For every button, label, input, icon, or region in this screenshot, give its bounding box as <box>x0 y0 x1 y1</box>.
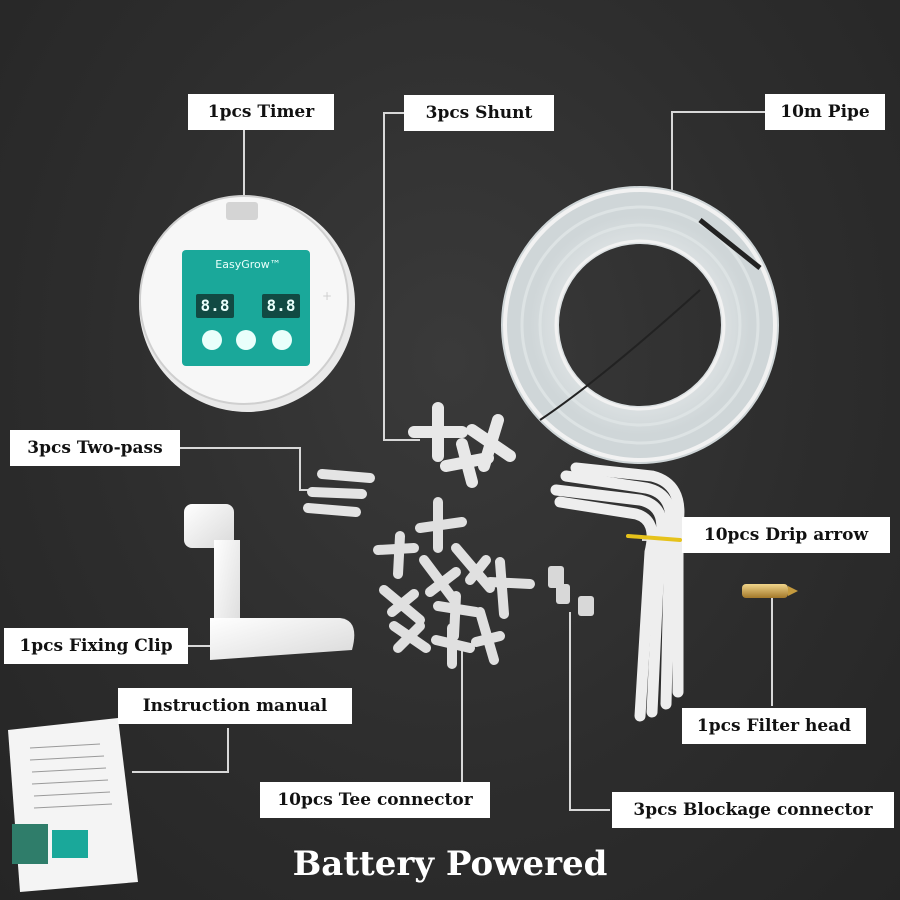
label-blockage-connector: 3pcs Blockage connector <box>612 792 894 828</box>
label-two-pass: 3pcs Two-pass <box>10 430 180 466</box>
label-instruction-manual: Instruction manual <box>118 688 352 724</box>
label-fixing-clip: 1pcs Fixing Clip <box>4 628 188 664</box>
timer-display-left: 8.8 <box>200 296 230 315</box>
leader-line-pipe <box>671 111 765 215</box>
fixing-clip <box>184 504 355 660</box>
label-timer: 1pcs Timer <box>188 94 334 130</box>
timer-brand-text: EasyGrow™ <box>215 258 281 271</box>
leader-line-shunt <box>383 112 420 441</box>
label-tee-connector: 10pcs Tee connector <box>260 782 490 818</box>
label-pipe: 10m Pipe <box>765 94 885 130</box>
leader-line-blockage <box>569 612 610 811</box>
two-pass-connectors <box>303 469 375 517</box>
svg-text:+: + <box>322 289 332 303</box>
timer-display-right: 8.8 <box>266 296 296 315</box>
blockage-connectors <box>548 566 594 616</box>
tee-connectors <box>373 497 535 669</box>
instruction-manual-image <box>8 718 138 892</box>
label-drip-arrow: 10pcs Drip arrow <box>682 517 890 553</box>
shunt-connectors <box>408 402 516 488</box>
pipe-coil <box>501 186 779 464</box>
battery-powered-caption: Battery Powered <box>292 844 608 884</box>
leader-line-manual <box>132 728 229 773</box>
label-filter-head: 1pcs Filter head <box>682 708 866 744</box>
timer-device: + <box>139 195 355 412</box>
drip-arrows <box>550 462 685 722</box>
label-shunt: 3pcs Shunt <box>404 95 554 131</box>
filter-head <box>742 584 798 598</box>
leader-line-two-pass <box>180 447 320 491</box>
leader-lines <box>132 111 773 811</box>
